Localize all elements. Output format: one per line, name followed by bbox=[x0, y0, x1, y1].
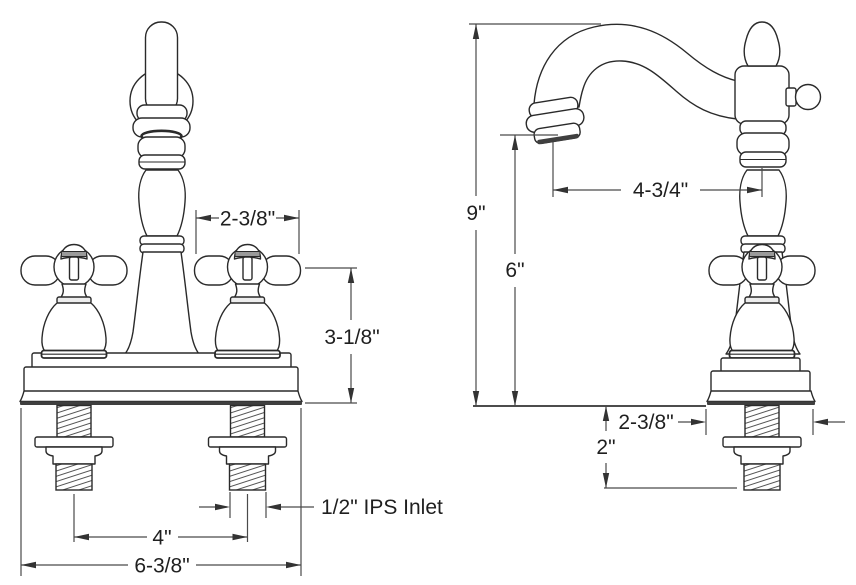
spout-nozzle bbox=[525, 96, 585, 145]
deck-base bbox=[19, 352, 303, 405]
dim-side-overall-height: 9" bbox=[466, 23, 601, 406]
dim-label-handle-width: 2-3/8" bbox=[220, 208, 275, 231]
column-front bbox=[138, 169, 186, 237]
dim-label-shank-length: 2" bbox=[596, 436, 615, 459]
dim-side-spout-height: 6" bbox=[500, 134, 558, 406]
dim-label-deck-height: 3-1/8" bbox=[324, 326, 379, 349]
side-shank bbox=[722, 404, 802, 491]
dim-label-base-depth: 2-3/8" bbox=[618, 411, 673, 434]
front-view bbox=[19, 21, 303, 491]
dim-label-spout-reach: 4-3/4" bbox=[633, 179, 688, 202]
bell-base bbox=[706, 357, 816, 405]
right-shank bbox=[207, 404, 288, 491]
side-handle bbox=[708, 243, 816, 288]
dim-front-overall-width: 6-3/8" bbox=[20, 408, 302, 578]
dim-front-handle-width: 2-3/8" bbox=[195, 208, 300, 254]
inlet-label: 1/2" IPS Inlet bbox=[321, 496, 443, 519]
right-handle bbox=[193, 243, 302, 288]
dim-side-shank-length: 2" bbox=[596, 406, 737, 489]
top-finial bbox=[743, 21, 781, 67]
dim-front-deck-height: 3-1/8" bbox=[305, 267, 380, 404]
dim-side-base-depth: 2-3/8" bbox=[618, 409, 845, 435]
left-handle bbox=[20, 243, 128, 288]
left-shank bbox=[34, 404, 114, 491]
spout-stem-front bbox=[144, 21, 179, 115]
side-knob bbox=[794, 83, 822, 111]
spout-side bbox=[533, 23, 738, 120]
dim-label-spout-height: 6" bbox=[505, 259, 524, 282]
dim-front-hole-spacing: 4" bbox=[73, 494, 249, 550]
dim-label-overall-height: 9" bbox=[466, 202, 485, 225]
dim-side-spout-reach: 4-3/4" bbox=[552, 142, 763, 202]
valve-body bbox=[734, 65, 790, 125]
side-view bbox=[473, 21, 822, 491]
column-side bbox=[739, 169, 787, 237]
dim-front-inlet-leader: 1/2" IPS Inlet bbox=[199, 492, 443, 519]
dim-label-overall-width: 6-3/8" bbox=[134, 555, 189, 578]
dim-label-hole-spacing: 4" bbox=[152, 527, 171, 550]
